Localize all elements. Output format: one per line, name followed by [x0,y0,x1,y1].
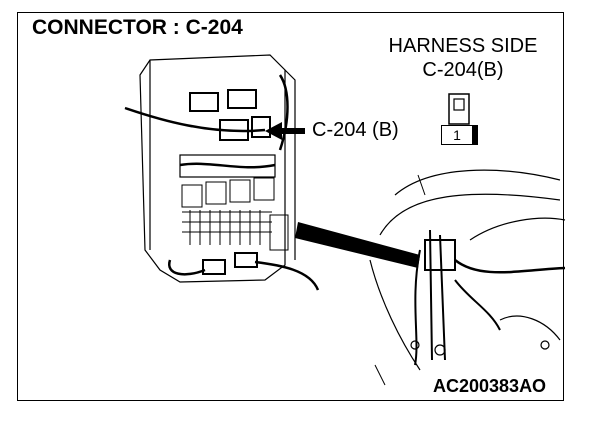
location-pointer [295,222,420,268]
connector-title: CONNECTOR : C-204 [32,16,243,39]
callout-arrow-icon [265,122,305,140]
connector-callout-label: C-204 (B) [312,119,399,141]
dashboard-drawing [369,169,566,371]
harness-side-connector: C-204(B) [422,59,504,81]
connector-pin-1: 1 [441,125,473,145]
figure-code: AC200383AO [433,376,547,396]
connector-face-icon [448,93,478,145]
junction-block-drawing [139,54,296,283]
diagram-frame [17,12,564,401]
harness-wires [124,74,320,291]
harness-side-label: HARNESS SIDE C-204(B) [368,34,558,82]
harness-side-heading: HARNESS SIDE [388,35,538,57]
